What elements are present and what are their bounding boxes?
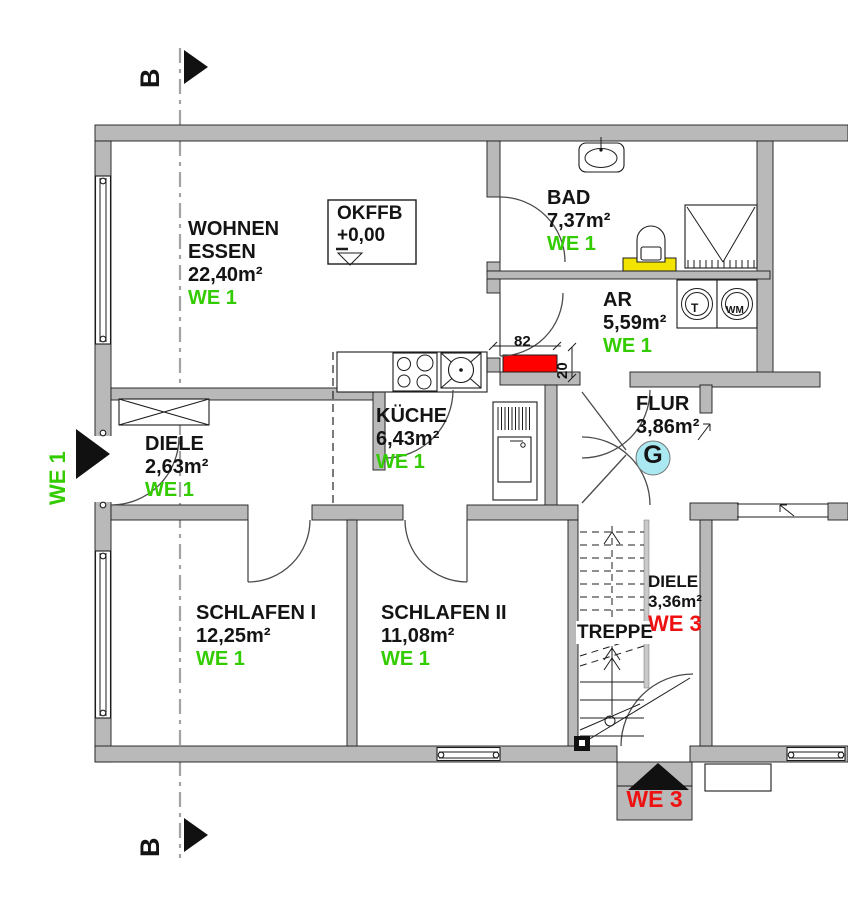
door-arc-schlafen2 [404, 519, 468, 583]
stairs-symbol [574, 519, 691, 751]
wardrobe-symbol [118, 398, 210, 426]
we3-entrance [616, 761, 772, 821]
door-arc-diele [384, 389, 454, 459]
lintel-highlight [502, 354, 558, 373]
interior-walls [110, 140, 848, 747]
exterior-step [704, 763, 772, 792]
room-label-schlafen1: SCHLAFEN I 12,25m² WE 1 [196, 602, 316, 670]
room-label-schlafen2: SCHLAFEN II 11,08m² WE 1 [381, 602, 507, 670]
stove-symbol [392, 352, 438, 392]
we1-entry-label: WE 1 [45, 451, 70, 505]
window-symbol [786, 746, 846, 762]
door-arc-bad [499, 196, 566, 263]
room-label-kueche: KÜCHE 6,43m² WE 1 [376, 405, 448, 473]
window-symbol [94, 175, 112, 345]
door-arc-flur-upper [581, 389, 651, 459]
washer-label: WM [726, 305, 744, 316]
grid-point-label: G [643, 441, 663, 469]
room-label-bad: BAD 7,37m² WE 1 [547, 187, 611, 255]
room-label-flur: FLUR 3,86m² [636, 393, 700, 438]
door-arc-we1-entry [110, 436, 180, 506]
room-label-ar: AR 5,59m² WE 1 [603, 289, 667, 357]
washer-symbol [716, 279, 758, 329]
washbasin-symbol [578, 137, 625, 173]
window-symbol [436, 746, 501, 762]
we3-entry-arrow-icon [628, 763, 689, 790]
section-arrow-bottom-icon [184, 818, 208, 852]
section-arrow-top-icon [184, 50, 208, 84]
dryer-symbol [676, 279, 718, 329]
door-arc-flur-lower [581, 436, 651, 506]
kitchen-sink-symbol [440, 352, 482, 389]
door-arc-ar [499, 292, 564, 357]
we3-entry-label: WE 3 [626, 786, 683, 812]
section-label-top: B [135, 68, 165, 89]
level-marker-icon [336, 252, 364, 266]
opening-right [697, 423, 828, 518]
room-label-wohnen: WOHNEN ESSEN 22,40m² WE 1 [188, 218, 280, 309]
door-arc-we3-entry [620, 673, 694, 747]
window-symbol [94, 550, 112, 719]
dimension-lines [488, 341, 577, 383]
dryer-label: T [691, 301, 699, 315]
level-box [327, 199, 417, 266]
room-label-diele-we1: DIELE 2,63m² WE 1 [145, 433, 209, 501]
we1-entry-arrow-icon [76, 429, 110, 479]
toilet-symbol [636, 225, 666, 263]
doors [99, 196, 694, 747]
windows [94, 175, 846, 762]
section-label-bottom: B [135, 837, 165, 858]
room-label-treppe: TREPPE [576, 621, 655, 644]
kitchen-tall-unit-symbol [492, 401, 538, 501]
grid-point-badge [635, 440, 671, 476]
dimension-height-label: 20 [554, 362, 571, 379]
shower-symbol [684, 204, 758, 269]
room-label-diele-we3: DIELE 3,36m² WE 3 [648, 572, 702, 636]
door-arc-schlafen1 [247, 519, 311, 583]
level-box-label: OKFFB +0,00 [337, 203, 403, 246]
dimension-width-label: 82 [514, 333, 531, 350]
